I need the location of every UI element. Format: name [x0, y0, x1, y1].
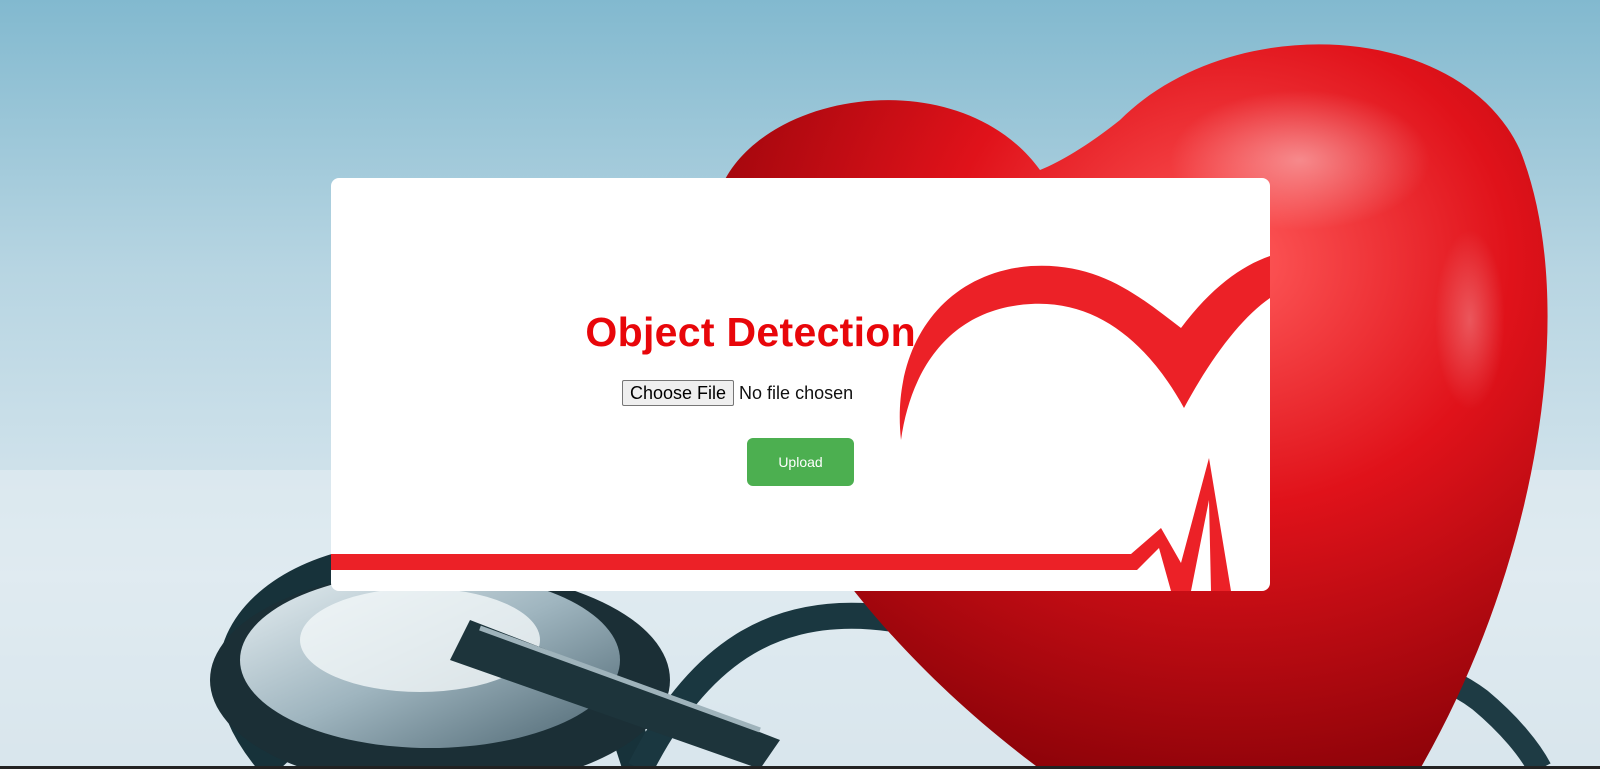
bottom-edge [0, 766, 1600, 769]
file-status-text: No file chosen [739, 382, 854, 403]
heart-heartbeat-icon [331, 256, 1270, 591]
upload-button[interactable]: Upload [747, 438, 854, 486]
choose-file-button[interactable]: Choose File [622, 380, 735, 406]
page-title: Object Detection [585, 309, 916, 355]
file-input[interactable]: Choose File No file chosen [622, 380, 853, 406]
upload-card: Object Detection Choose File No file cho… [331, 178, 1270, 591]
